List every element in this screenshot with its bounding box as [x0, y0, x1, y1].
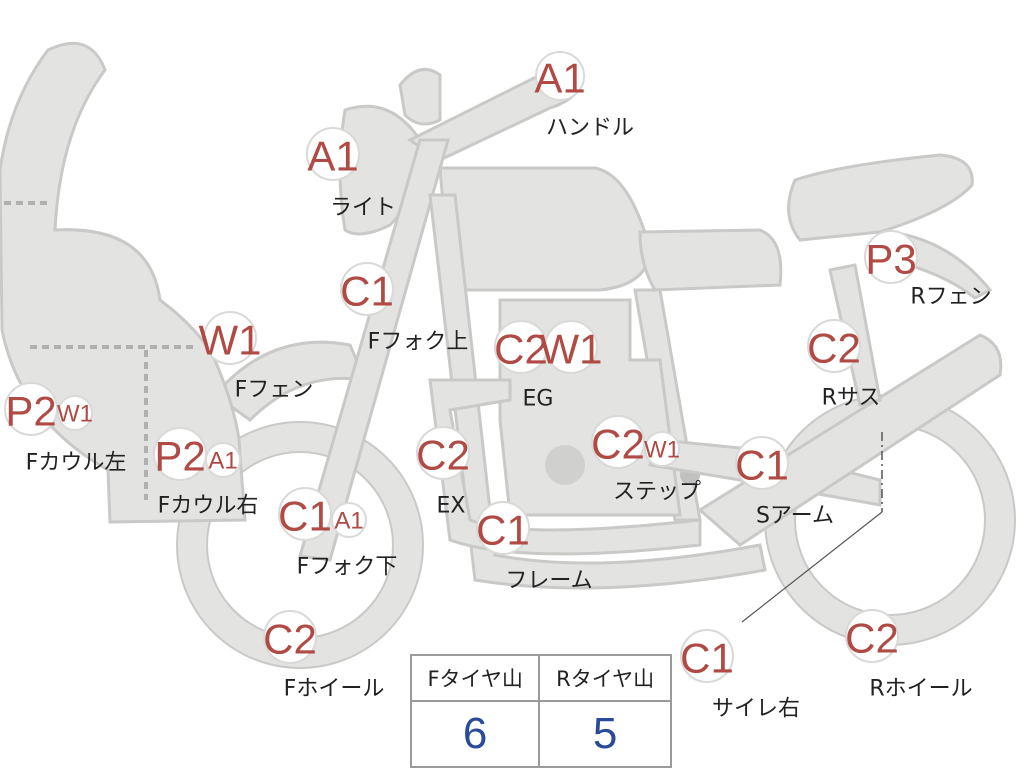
label-exhaust: EX: [437, 494, 466, 519]
grade-marker-frame: C1 フレーム: [476, 501, 593, 594]
label-engine: EG: [523, 387, 554, 412]
svg-text:C1: C1: [278, 493, 332, 540]
label-frame: フレーム: [505, 569, 592, 594]
label-f-fork-lower: Fフォク下: [297, 555, 398, 580]
tire-tread-table: Fタイヤ山 Rタイヤ山 6 5: [409, 654, 672, 768]
svg-text:P3: P3: [865, 236, 916, 283]
front-fork-shape: [298, 138, 450, 562]
tail-shape: [787, 153, 974, 242]
label-silencer-right: サイレ右: [712, 697, 800, 722]
svg-text:P2: P2: [154, 433, 205, 480]
label-f-fender: Fフェン: [235, 378, 314, 403]
svg-text:C2: C2: [591, 421, 645, 468]
grade-markers: A1 ハンドル A1 ライト C1 Fフォク上 W1 Fフェン P2 W1 Fカ…: [4, 51, 992, 722]
svg-text:P2: P2: [5, 388, 56, 435]
grade-marker-light: A1 ライト: [306, 127, 396, 221]
svg-text:A1: A1: [208, 448, 237, 475]
grade-marker-r-fender: P3 Rフェン: [864, 230, 992, 310]
grade-marker-r-suspension: C2 Rサス: [807, 319, 881, 411]
grade-marker-f-cowl-left: P2 W1 Fカウル左: [4, 382, 127, 476]
grade-marker-f-wheel: C2 Fホイール: [263, 610, 385, 702]
front-tread-header: Fタイヤ山: [409, 654, 541, 702]
svg-text:C1: C1: [476, 507, 530, 554]
label-f-cowl-right: Fカウル右: [158, 494, 259, 519]
grade-marker-engine: C2 W1 EG: [494, 320, 603, 412]
svg-text:C2: C2: [807, 325, 861, 372]
svg-text:C1: C1: [735, 442, 789, 489]
grade-marker-exhaust: C2 EX: [416, 426, 470, 519]
front-tread-value: 6: [409, 700, 541, 768]
rear-tread-header: Rタイヤ山: [538, 654, 672, 702]
svg-text:A1: A1: [307, 133, 358, 180]
label-f-fork-upper: Fフォク上: [368, 330, 469, 355]
label-step: ステップ: [613, 480, 701, 505]
svg-text:W1: W1: [199, 317, 262, 364]
seat-shape: [638, 228, 783, 292]
svg-text:A1: A1: [334, 508, 363, 535]
frame-shape: [428, 193, 767, 590]
rear-tread-value: 5: [538, 700, 672, 768]
svg-text:A1: A1: [534, 55, 585, 102]
svg-text:C1: C1: [340, 268, 394, 315]
svg-text:C2: C2: [494, 326, 548, 373]
label-s-arm: Sアーム: [756, 504, 834, 529]
label-r-suspension: Rサス: [822, 386, 881, 411]
svg-text:W1: W1: [540, 326, 603, 373]
label-r-fender: Rフェン: [910, 285, 991, 310]
label-f-cowl-left: Fカウル左: [26, 451, 127, 476]
grade-marker-f-fork-lower: C1 A1 Fフォク下: [278, 487, 398, 580]
grade-marker-f-fender: W1 Fフェン: [199, 311, 314, 403]
svg-text:C2: C2: [263, 616, 317, 663]
grade-marker-r-wheel: C2 Rホイール: [845, 609, 973, 702]
grade-marker-f-fork-upper: C1 Fフォク上: [340, 262, 469, 355]
label-f-wheel: Fホイール: [284, 677, 385, 702]
silencer-shape: [697, 333, 1003, 547]
label-handle: ハンドル: [546, 116, 634, 141]
grade-marker-step: C2 W1 ステップ: [591, 415, 701, 505]
tank-shape: [438, 166, 652, 292]
label-r-wheel: Rホイール: [869, 677, 972, 702]
grade-marker-handle: A1 ハンドル: [534, 51, 634, 141]
svg-text:W1: W1: [57, 401, 93, 428]
svg-text:C1: C1: [680, 635, 734, 682]
svg-text:C2: C2: [845, 615, 899, 662]
grade-marker-f-cowl-right: P2 A1 Fカウル右: [153, 427, 259, 519]
grade-marker-silencer-right: C1 サイレ右: [680, 629, 800, 722]
svg-text:W1: W1: [644, 437, 680, 464]
svg-text:C2: C2: [416, 432, 470, 479]
grade-marker-s-arm: C1 Sアーム: [735, 436, 834, 529]
label-light: ライト: [330, 196, 396, 221]
